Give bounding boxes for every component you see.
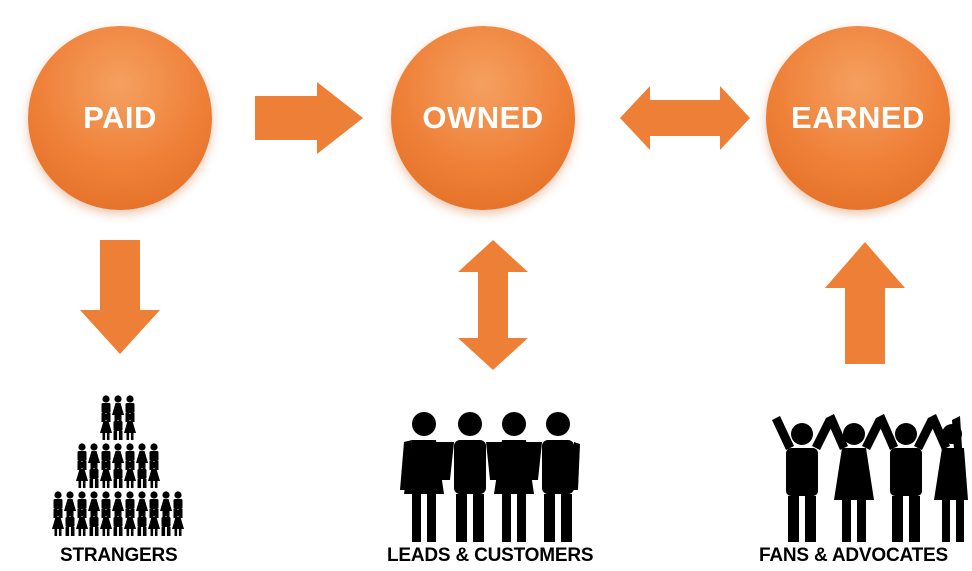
paid-label: PAID [83,100,157,135]
owned-earned-double-arrow-icon [620,86,750,150]
strangers-label: STRANGERS [60,545,178,566]
paid-down-arrow-icon [80,240,160,354]
people-holding-hands-icon [400,412,580,542]
paid-to-owned-arrow-icon [255,82,363,154]
fans-advocates-label: FANS & ADVOCATES [759,545,948,566]
people-cheering-icon [772,414,968,542]
earned-circle: EARNED [766,26,950,210]
paid-circle: PAID [28,26,212,210]
owned-label: OWNED [422,100,544,135]
leads-customers-label: LEADS & CUSTOMERS [387,545,594,566]
people-pyramid-icon [52,395,184,536]
owned-circle: OWNED [391,26,575,210]
earned-label: EARNED [791,100,925,135]
earned-up-arrow-icon [825,242,905,364]
owned-vertical-double-arrow-icon [458,240,528,370]
